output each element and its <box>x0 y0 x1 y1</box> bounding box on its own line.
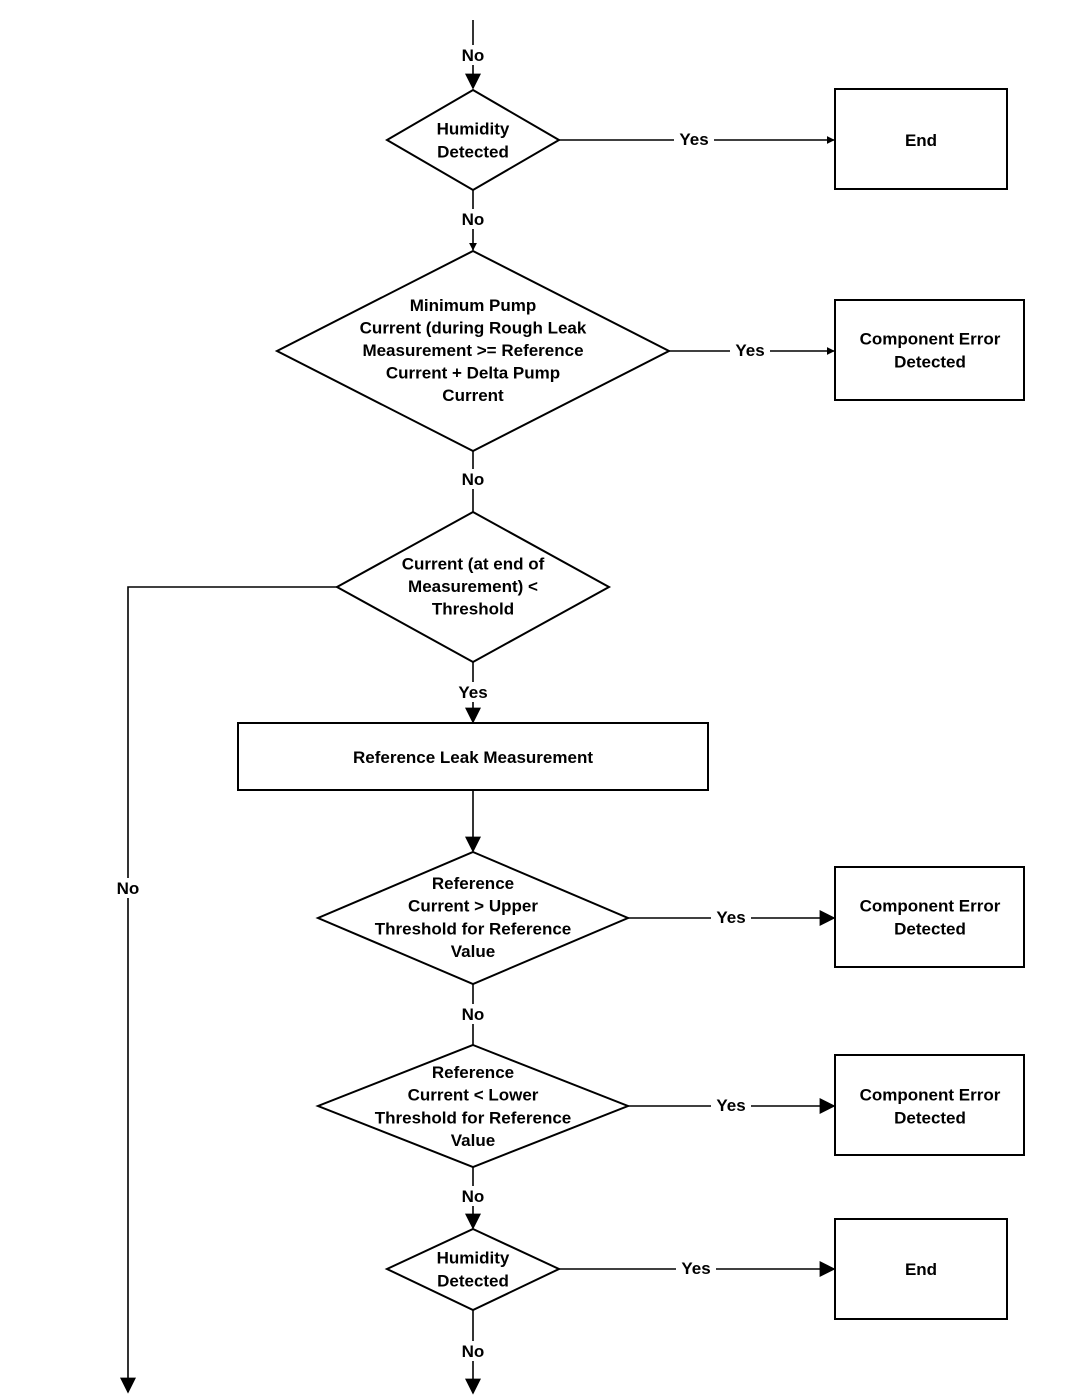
edge-label-ref-lower-yes: Yes <box>716 1096 745 1115</box>
node-text-line: End <box>905 1260 937 1279</box>
edge-label-humidity-2-yes: Yes <box>681 1259 710 1278</box>
node-text-line: Detected <box>437 143 509 162</box>
node-text-line: End <box>905 131 937 150</box>
node-text-line: Current <box>442 386 504 405</box>
edge-current-threshold-no <box>120 586 337 1394</box>
decision-humidity-1 <box>385 88 561 192</box>
node-text-line: Detected <box>894 920 966 939</box>
reference-leak-text: Reference Leak Measurement <box>353 748 593 767</box>
node-text-line: Component Error <box>860 330 1001 349</box>
decision-reference-lower <box>315 1043 631 1169</box>
node-text-line: Threshold for Reference <box>375 919 572 938</box>
node-text-line: Minimum Pump <box>410 296 537 315</box>
node-text-line: Threshold for Reference <box>375 1108 572 1127</box>
box-component-error-1 <box>834 299 1025 401</box>
node-text-line: Measurement) < <box>408 577 538 596</box>
node-text-line: Detected <box>437 1272 509 1291</box>
decision-current-threshold <box>334 510 612 664</box>
node-text-line: Current (during Rough Leak <box>360 318 587 337</box>
current-threshold-text: Current (at end of Measurement) < Threshol… <box>402 554 545 618</box>
edge-label-humidity-1-no: No <box>462 210 485 229</box>
edge-label-min-pump-no: No <box>462 470 485 489</box>
node-text-line: Reference <box>432 1063 514 1082</box>
node-text-line: Humidity <box>437 120 510 139</box>
edge-label-humidity-1-yes: Yes <box>679 130 708 149</box>
box-component-error-3 <box>834 1054 1025 1156</box>
edge-label-top-no: No <box>462 46 485 65</box>
box-end-2 <box>834 1218 1008 1320</box>
node-text-line: Component Error <box>860 897 1001 916</box>
edge-label-ref-upper-no: No <box>462 1005 485 1024</box>
node-text-line: Value <box>451 942 495 961</box>
box-component-error-2 <box>834 866 1025 968</box>
edge-label-current-threshold-yes: Yes <box>458 683 487 702</box>
decision-humidity-2 <box>384 1227 562 1312</box>
node-text-line: Value <box>451 1131 495 1150</box>
node-text-line: Current (at end of <box>402 554 545 573</box>
end-2-text: End <box>905 1260 937 1279</box>
edge-label-current-threshold-no: No <box>117 879 140 898</box>
node-text-line: Humidity <box>437 1249 510 1268</box>
edge-labels: No Yes No Yes No Yes No Yes No Yes No Ye… <box>113 45 770 1361</box>
decision-min-pump-current <box>274 249 672 453</box>
node-text-line: Component Error <box>860 1086 1001 1105</box>
node-text-line: Detected <box>894 353 966 372</box>
box-end-1 <box>834 88 1008 190</box>
edge-label-humidity-2-no: No <box>462 1342 485 1361</box>
node-text-line: Current > Upper <box>408 897 538 916</box>
node-text-line: Detected <box>894 1109 966 1128</box>
box-reference-leak-measurement <box>237 722 709 791</box>
node-text-line: Measurement >= Reference <box>362 341 583 360</box>
node-text-line: Current + Delta Pump <box>386 364 560 383</box>
decision-reference-upper <box>315 850 631 986</box>
end-1-text: End <box>905 131 937 150</box>
node-text-line: Current < Lower <box>408 1086 539 1105</box>
edge-label-min-pump-yes: Yes <box>735 341 764 360</box>
node-text-line: Threshold <box>432 600 514 619</box>
node-text-line: Reference Leak Measurement <box>353 748 593 767</box>
shapes <box>237 88 1025 1320</box>
edge-label-ref-upper-yes: Yes <box>716 908 745 927</box>
node-text-line: Reference <box>432 874 514 893</box>
edge-label-ref-lower-no: No <box>462 1187 485 1206</box>
